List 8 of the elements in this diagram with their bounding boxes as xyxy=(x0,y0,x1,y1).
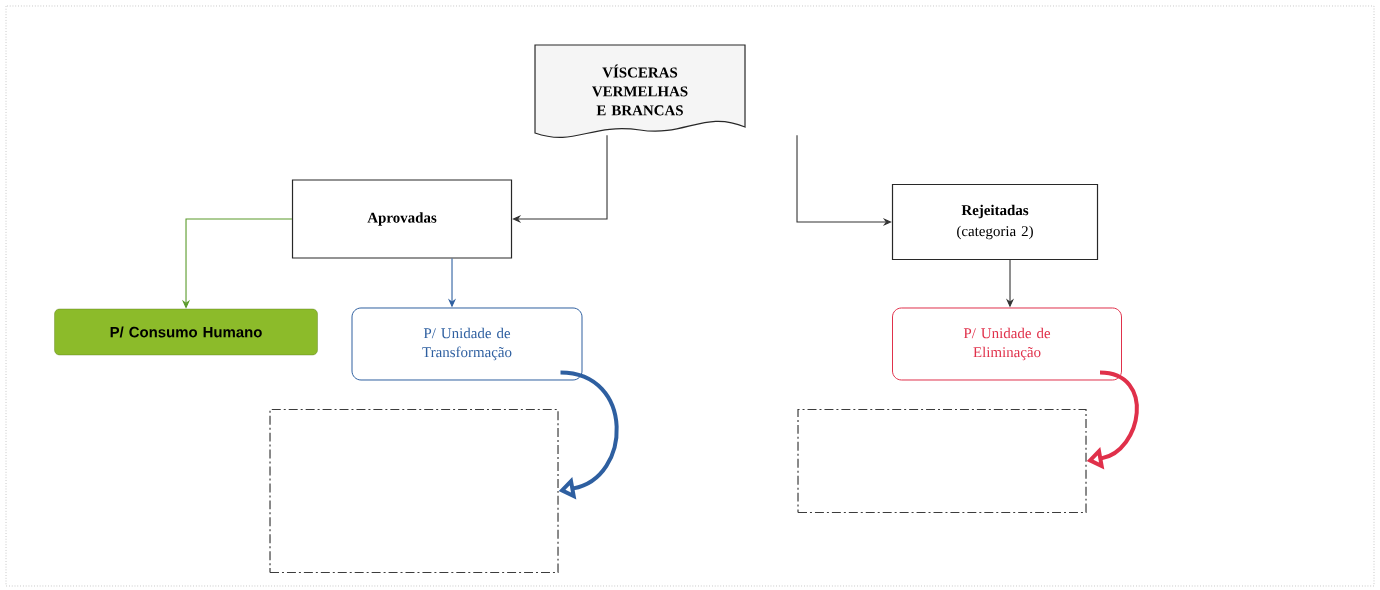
process-box: Rejeitadas (categoria 2) xyxy=(891,183,1099,261)
dashed-box xyxy=(269,408,559,574)
dashed-box xyxy=(797,408,1087,514)
process-box: Aprovadas xyxy=(291,179,513,259)
process-box: P/ Consumo Humano xyxy=(54,308,318,356)
process-box: P/ Unidade de Eliminação xyxy=(892,307,1122,381)
arrow xyxy=(512,134,608,224)
process-box: P/ Unidade de Transformação xyxy=(351,307,583,381)
